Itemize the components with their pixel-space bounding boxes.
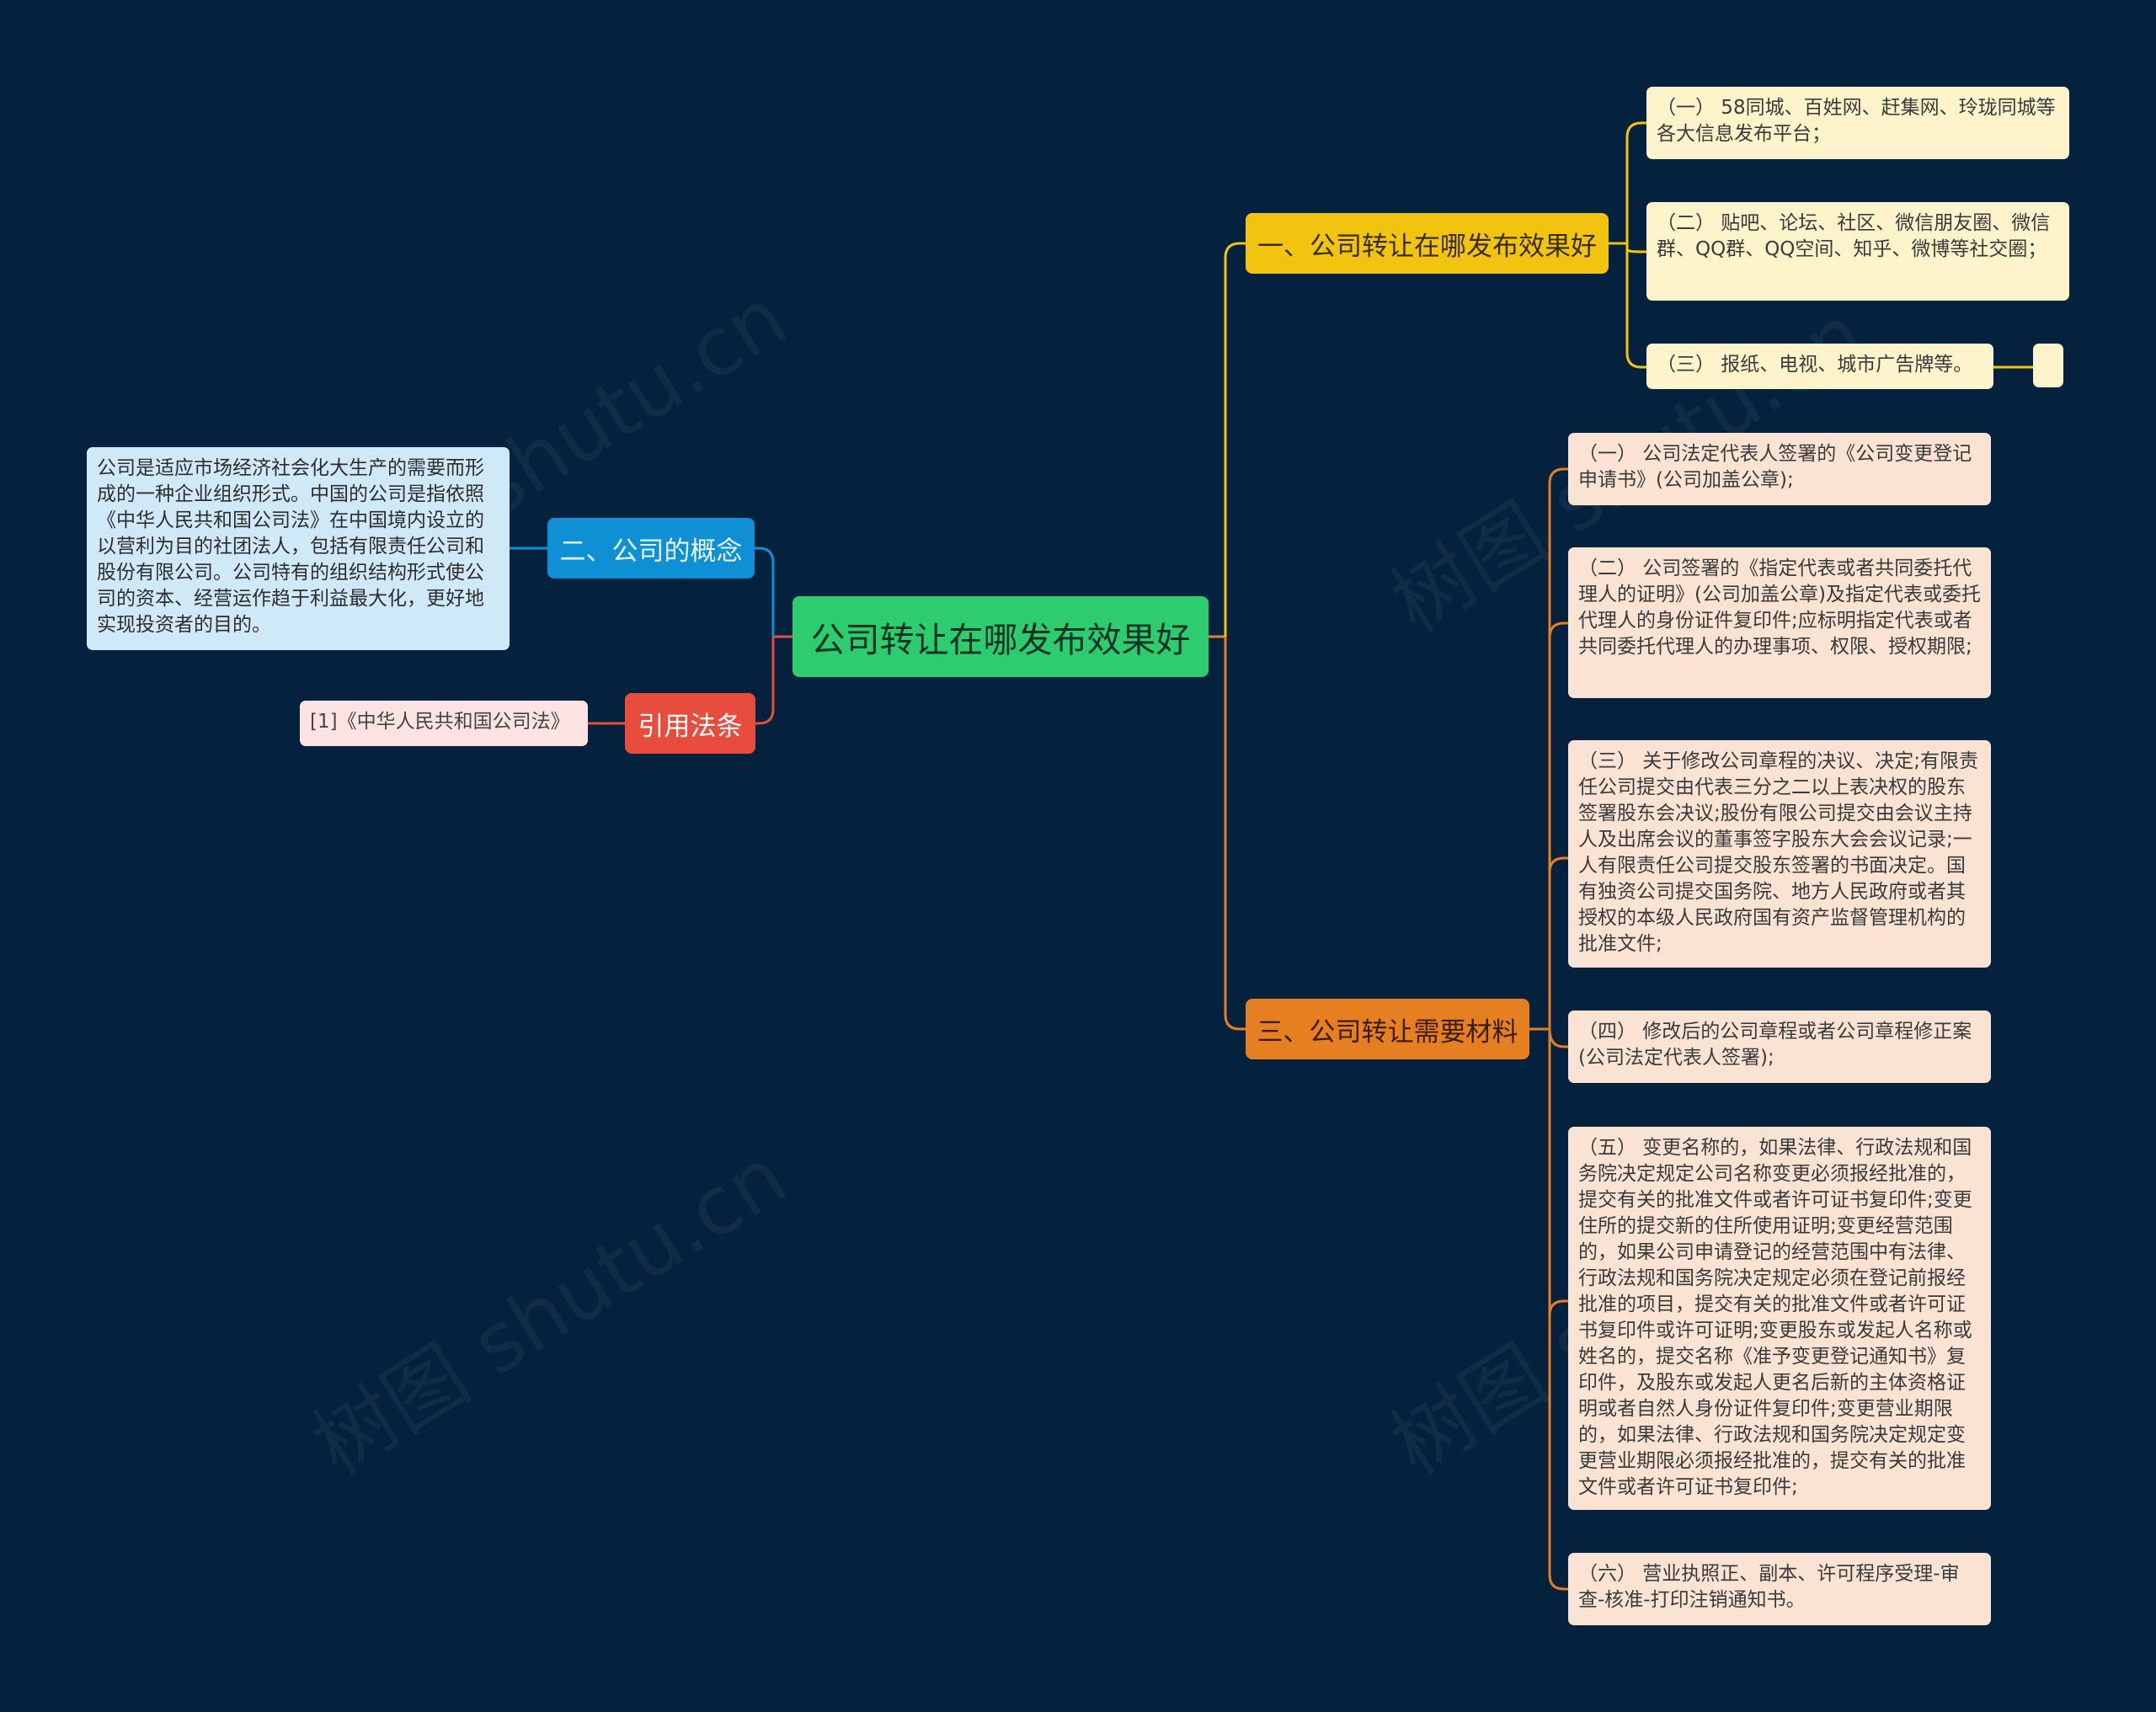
leaf-material-1[interactable]: （一） 公司法定代表人签署的《公司变更登记申请书》(公司加盖公章); bbox=[1568, 433, 1991, 505]
connector-b1-c2 bbox=[1625, 243, 1646, 253]
leaf-material-6[interactable]: （六） 营业执照正、副本、许可程序受理-审查-核准-打印注销通知书。 bbox=[1568, 1553, 1991, 1625]
connector-b3-spine-down bbox=[1548, 1029, 1568, 1591]
leaf-publish-3[interactable]: （三） 报纸、电视、城市广告牌等。 bbox=[1646, 344, 1993, 389]
connector-b3-spine-up bbox=[1548, 467, 1568, 1029]
leaf-publish-2[interactable]: （二） 贴吧、论坛、社区、微信朋友圈、微信群、QQ群、QQ空间、知乎、微博等社交… bbox=[1646, 202, 2069, 301]
connector-b3-c4 bbox=[1548, 1028, 1568, 1048]
root-topic[interactable]: 公司转让在哪发布效果好 bbox=[792, 596, 1209, 677]
leaf-law-reference[interactable]: [1]《中华人民共和国公司法》 bbox=[300, 701, 588, 746]
branch-publish-where[interactable]: 一、公司转让在哪发布效果好 bbox=[1246, 213, 1609, 274]
leaf-material-3[interactable]: （三） 关于修改公司章程的决议、决定;有限责任公司提交由代表三分之二以上表决权的… bbox=[1568, 740, 1991, 968]
connector-spine-b4 bbox=[755, 637, 775, 725]
connector-b3-c2 bbox=[1548, 621, 1568, 638]
leaf-material-5[interactable]: （五） 变更名称的，如果法律、行政法规和国务院决定规定公司名称变更必须报经批准的… bbox=[1568, 1127, 1991, 1510]
connector-b3-c3 bbox=[1548, 856, 1568, 873]
leaf-material-2[interactable]: （二） 公司签署的《指定代表或者共同委托代理人的证明》(公司加盖公章)及指定代表… bbox=[1568, 547, 1991, 698]
connector-spine-b1 bbox=[1224, 242, 1246, 637]
connector-spine-b3 bbox=[1224, 637, 1246, 1031]
leaf-publish-1[interactable]: （一） 58同城、百姓网、赶集网、玲珑同城等各大信息发布平台； bbox=[1646, 87, 2069, 159]
connector-b1-c1 bbox=[1625, 121, 1646, 243]
connector-b3-c5 bbox=[1548, 1299, 1568, 1316]
branch-required-materials[interactable]: 三、公司转让需要材料 bbox=[1246, 999, 1529, 1059]
leaf-material-4[interactable]: （四） 修改后的公司章程或者公司章程修正案(公司法定代表人签署); bbox=[1568, 1011, 1991, 1083]
connector-b1-c3 bbox=[1625, 243, 1646, 369]
branch-cited-law[interactable]: 引用法条 bbox=[625, 693, 755, 754]
leaf-empty-note[interactable] bbox=[2033, 344, 2063, 387]
branch-company-concept[interactable]: 二、公司的概念 bbox=[547, 518, 755, 579]
leaf-concept-text[interactable]: 公司是适应市场经济社会化大生产的需要而形成的一种企业组织形式。中国的公司是指依照… bbox=[87, 447, 510, 650]
connector-spine-b2 bbox=[755, 547, 775, 637]
